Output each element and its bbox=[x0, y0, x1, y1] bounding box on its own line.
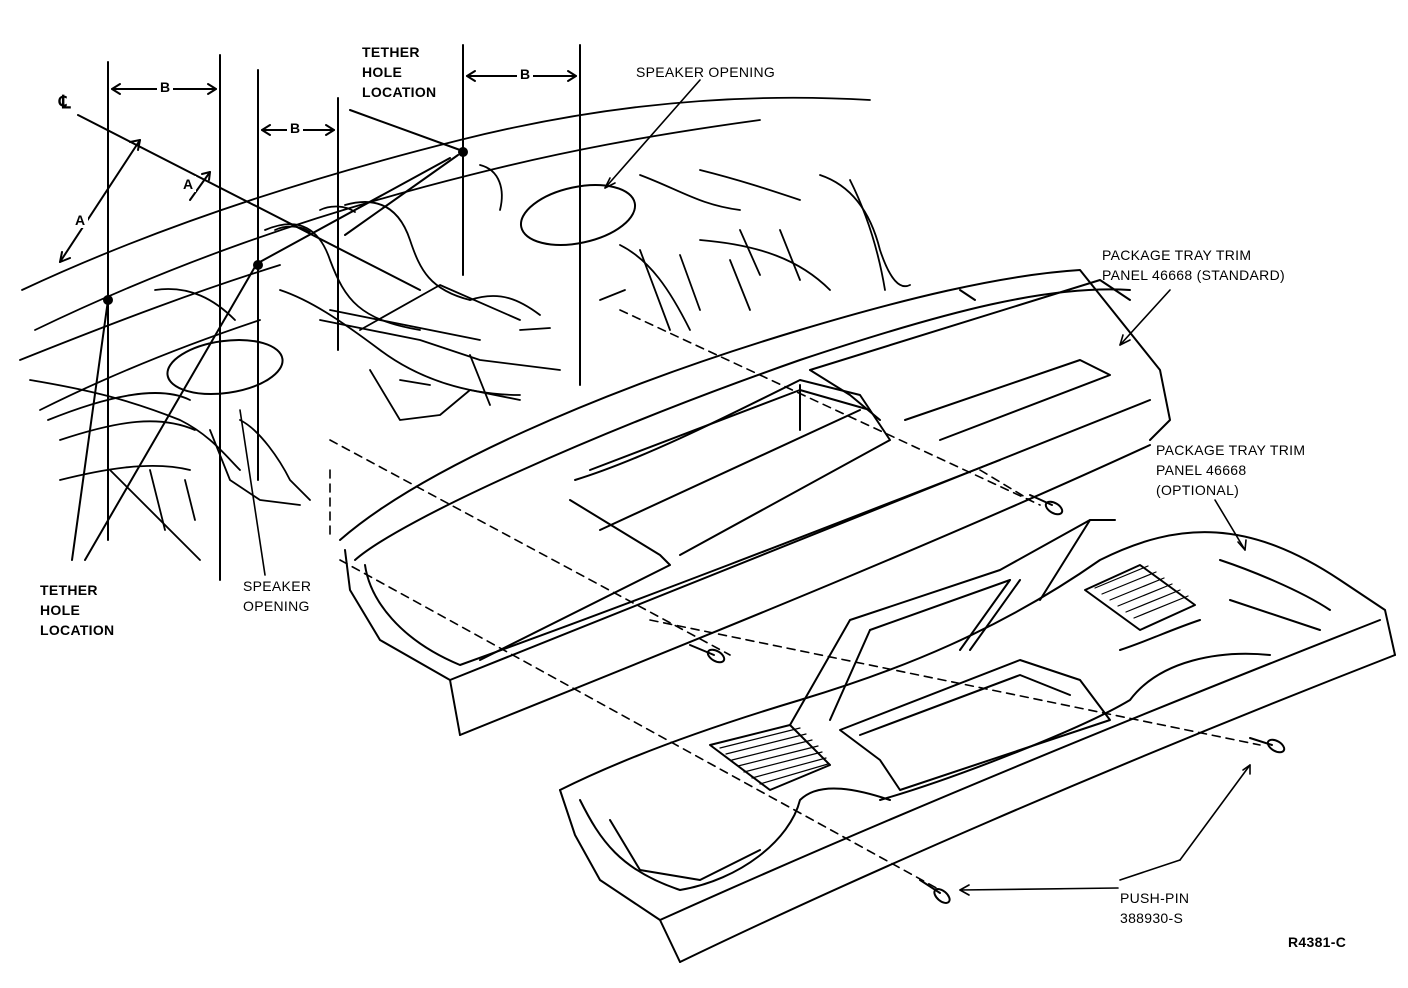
tether-point-3 bbox=[458, 147, 468, 157]
push-pin-label: PUSH-PIN 388930-S bbox=[1120, 890, 1190, 926]
dimension-arrows-b bbox=[112, 71, 576, 135]
optional-tray-panel bbox=[560, 520, 1395, 962]
dimension-b-label-3: B bbox=[517, 66, 534, 82]
package-tray-standard-label: PACKAGE TRAY TRIM PANEL 46668 (STANDARD) bbox=[1102, 247, 1285, 283]
dimension-b-label-1: B bbox=[157, 79, 174, 95]
tether-point-1 bbox=[103, 295, 113, 305]
package-tray-optional-label: PACKAGE TRAY TRIM PANEL 46668 (OPTIONAL) bbox=[1156, 442, 1306, 498]
dimension-b-label-2: B bbox=[287, 120, 304, 136]
tether-point-2 bbox=[253, 260, 263, 270]
speaker-opening-label-bottom: SPEAKER OPENING bbox=[243, 578, 312, 614]
grille-left bbox=[710, 725, 830, 790]
grille-hatching bbox=[720, 566, 1188, 784]
dimension-a-label-1: A bbox=[72, 212, 89, 228]
callout-leaders bbox=[240, 80, 1250, 895]
centerline-and-a-arrows bbox=[60, 115, 420, 290]
figure-id: R4381-C bbox=[1288, 934, 1347, 950]
tether-leaders bbox=[72, 110, 460, 560]
tether-hole-label-left: TETHER HOLE LOCATION bbox=[40, 582, 115, 638]
standard-tray-panel bbox=[340, 270, 1170, 735]
dimension-a-label-2: A bbox=[180, 176, 197, 192]
grille-right bbox=[1085, 565, 1195, 630]
speaker-opening-label-top: SPEAKER OPENING bbox=[636, 64, 776, 80]
body-sheet-metal bbox=[20, 98, 910, 560]
centerline-symbol: ℄ bbox=[56, 92, 74, 113]
vertical-reference-lines bbox=[108, 45, 580, 580]
speaker-opening-left bbox=[164, 333, 286, 401]
assembly-dashed-lines bbox=[330, 310, 1260, 890]
speaker-opening-right bbox=[515, 176, 640, 255]
tether-hole-label-top: TETHER HOLE LOCATION bbox=[362, 44, 437, 100]
push-pins bbox=[690, 495, 1286, 906]
